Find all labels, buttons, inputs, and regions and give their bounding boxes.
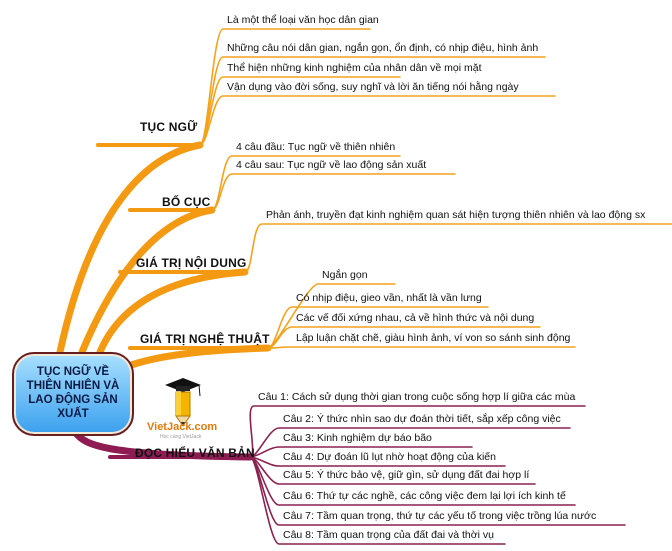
leaf-connector bbox=[249, 456, 506, 545]
branch-connector bbox=[114, 344, 272, 374]
leaf-connector bbox=[244, 223, 672, 273]
leaf-label: 4 câu sau: Tục ngữ về lao động sản xuất bbox=[236, 159, 427, 171]
central-topic-label: TỤC NGỮ VỀ THIÊN NHIÊN VÀ LAO ĐỘNG SẢN X… bbox=[26, 366, 120, 420]
leaf-label: Câu 8: Tầm quan trọng của đất đai và thờ… bbox=[283, 529, 494, 541]
branch-label: GIÁ TRỊ NỘI DUNG bbox=[136, 256, 247, 270]
leaf-label: Thể hiện những kinh nghiệm của nhân dân … bbox=[227, 62, 482, 74]
leaf-label: Câu 2: Ý thức nhìn sao dự đoán thời tiết… bbox=[283, 413, 561, 425]
leaf-connector bbox=[199, 95, 556, 146]
leaf-label: Phản ánh, truyền đạt kinh nghiệm quan sá… bbox=[266, 209, 646, 221]
leaf-label: Những câu nói dân gian, ngắn gọn, ổn địn… bbox=[227, 42, 539, 54]
vietjack-logo bbox=[165, 378, 201, 427]
leaf-label: Câu 1: Cách sử dụng thời gian trong cuộc… bbox=[258, 391, 576, 403]
branch-label: GIÁ TRỊ NGHỆ THUẬT bbox=[140, 332, 270, 346]
leaf-label: Ngắn gọn bbox=[322, 269, 368, 281]
leaf-label: Vận dụng vào đời sống, suy nghĩ và lời ă… bbox=[227, 81, 519, 93]
leaf-label: Câu 7: Tầm quan trọng, thứ tự các yếu tố… bbox=[283, 510, 597, 522]
branch-label: TỤC NGỮ bbox=[140, 120, 198, 134]
branch-label: BỐ CỤC bbox=[162, 195, 211, 209]
leaf-label: Là một thể loại văn học dân gian bbox=[227, 14, 379, 26]
logo-brand-text: VietJack.com bbox=[147, 421, 218, 433]
leaf-label: Các vế đối xứng nhau, cả về hình thức và… bbox=[296, 312, 535, 324]
leaf-label: Câu 5: Ý thức bảo vệ, giữ gìn, sử dụng đ… bbox=[283, 469, 530, 481]
leaf-connector bbox=[267, 346, 576, 349]
leaf-label: 4 câu đầu: Tục ngữ về thiên nhiên bbox=[236, 141, 396, 153]
branch-label: ĐỌC HIỂU VĂN BẢN bbox=[135, 446, 255, 460]
leaf-label: Có nhịp điệu, gieo vần, nhất là vần lưng bbox=[296, 292, 482, 304]
leaf-label: Câu 3: Kinh nghiệm dự báo bão bbox=[283, 432, 432, 444]
leaf-label: Câu 6: Thứ tự các nghề, các công việc đe… bbox=[283, 490, 566, 502]
leaf-label: Câu 4: Dự đoán lũ lụt nhờ hoạt động của … bbox=[283, 451, 496, 463]
branch-connector bbox=[56, 141, 204, 356]
logo-tagline: Học cùng VietJack bbox=[160, 434, 202, 440]
branch-connector bbox=[96, 268, 249, 356]
leaf-connector bbox=[211, 173, 456, 211]
branch-connector bbox=[78, 206, 216, 356]
central-topic: TỤC NGỮ VỀ THIÊN NHIÊN VÀ LAO ĐỘNG SẢN X… bbox=[12, 352, 134, 436]
leaf-connector bbox=[249, 405, 586, 458]
leaf-label: Lập luận chặt chẽ, giàu hình ảnh, ví von… bbox=[296, 332, 571, 344]
